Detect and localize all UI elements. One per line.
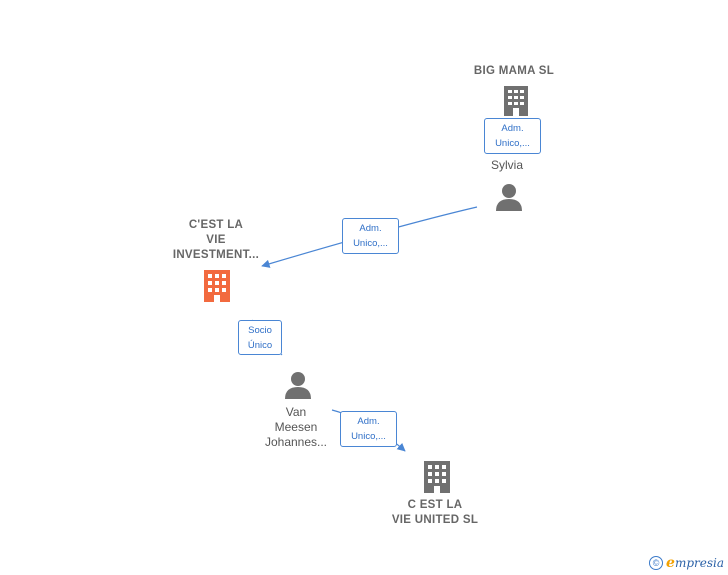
- edge-label-line: Unico,...: [495, 138, 530, 149]
- building-icon-highlight[interactable]: [204, 270, 230, 302]
- node-label-cest-la-vie-united[interactable]: C EST LA VIE UNITED SL: [380, 498, 490, 528]
- brand-rest: mpresia: [674, 556, 724, 570]
- edge-label-line: Unico,...: [353, 238, 388, 249]
- node-label-big-mama[interactable]: BIG MAMA SL: [462, 64, 566, 79]
- company-name-line: C'EST LA: [188, 219, 244, 231]
- edge-label-investment-to-vanmeesen[interactable]: Socio Único: [238, 320, 282, 355]
- node-label-van-meesen[interactable]: Van Meesen Johannes...: [252, 405, 340, 450]
- building-icon[interactable]: [424, 461, 450, 493]
- edge-label-line: Socio: [248, 325, 272, 336]
- company-name-line: C EST LA: [407, 499, 463, 511]
- footer-brand: © empresia: [649, 555, 724, 571]
- person-name-line: Van: [285, 405, 307, 419]
- edge-label-line: Adm.: [357, 416, 380, 427]
- edge-label-line: Unico,...: [351, 431, 386, 442]
- edge-label-sylvia-to-investment[interactable]: Adm. Unico,...: [342, 218, 399, 254]
- person-name-line: Sylvia: [490, 158, 523, 172]
- company-name-line: VIE: [206, 234, 226, 246]
- node-label-cest-la-vie-investment[interactable]: C'EST LA VIE INVESTMENT...: [160, 218, 272, 263]
- copyright-icon: ©: [649, 556, 664, 570]
- edge-label-line: Adm.: [359, 223, 382, 234]
- edge-label-line: Único: [247, 340, 273, 351]
- edge-label-line: Adm.: [501, 123, 524, 134]
- brand-initial: e: [666, 555, 675, 571]
- company-name-line: INVESTMENT...: [172, 249, 260, 261]
- edge-label-sylvia-to-bigmama[interactable]: Adm. Unico,...: [484, 118, 541, 154]
- edge-label-vanmeesen-to-united[interactable]: Adm. Unico,...: [340, 411, 397, 447]
- company-name-line: VIE UNITED SL: [391, 514, 479, 526]
- person-icon[interactable]: [496, 184, 522, 211]
- brand-logo: empresia: [666, 555, 724, 571]
- person-icon[interactable]: [285, 372, 311, 399]
- company-name: BIG MAMA SL: [473, 65, 555, 77]
- person-name-line: Johannes...: [264, 435, 328, 449]
- building-icon[interactable]: [504, 86, 528, 116]
- person-name-line: Meesen: [274, 420, 318, 434]
